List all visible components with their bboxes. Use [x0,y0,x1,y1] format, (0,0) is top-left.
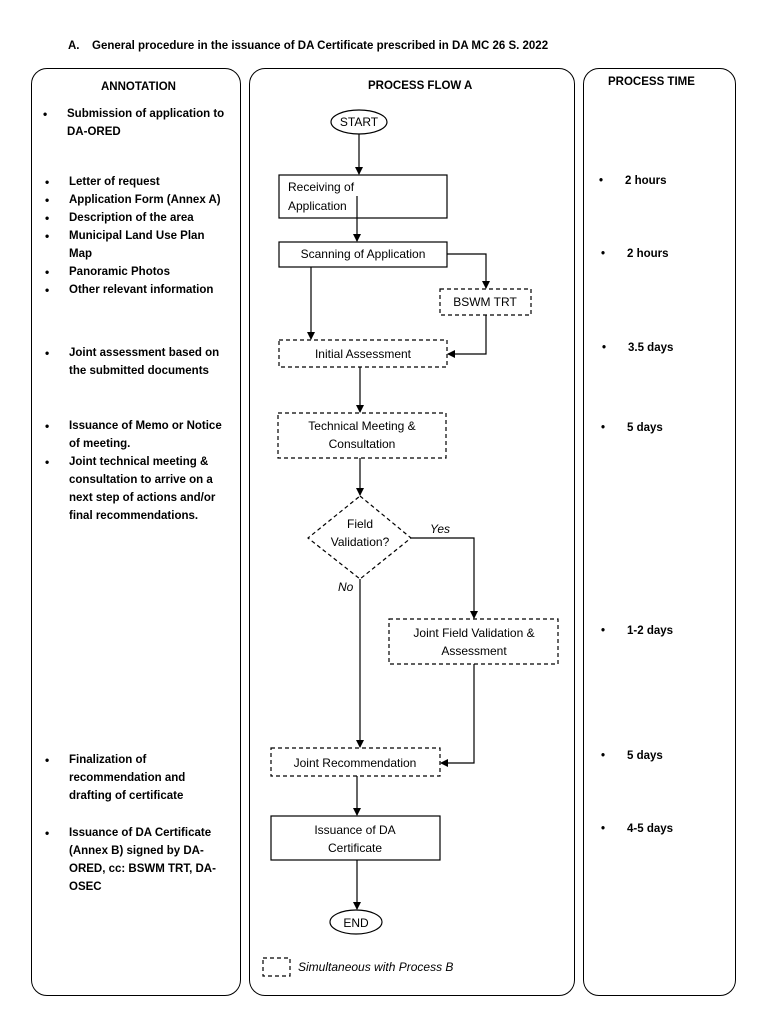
annotation-header: ANNOTATION [101,81,176,93]
process-time-item: •2 hours [601,248,669,260]
process-flow-header: PROCESS FLOW A [368,80,473,92]
joint-field-label-line1: Joint Field Validation & [413,626,534,640]
end-label: END [343,916,369,930]
annotation-item: Joint technical meeting & consultation t… [45,453,227,525]
initial-assessment-label: Initial Assessment [315,347,412,361]
decision-label-line2: Validation? [331,535,390,549]
joint-recommendation-label: Joint Recommendation [294,756,417,770]
annotation-item: Panoramic Photos [45,263,237,281]
title-text: General procedure in the issuance of DA … [92,40,549,52]
process-time-item: •2 hours [599,175,667,187]
annotation-item: Joint assessment based on the submitted … [45,344,233,380]
annotation-item: Application Form (Annex A) [45,191,237,209]
initial-assessment-box [278,339,448,368]
process-time-item: •4-5 days [601,823,674,835]
issuance-label-line2: Certificate [328,841,382,855]
no-label: No [338,580,354,594]
receiving-label-line2: Application [288,199,347,213]
annotation-item: Description of the area [45,209,237,227]
end-terminal [329,909,383,935]
field-validation-decision [307,495,412,580]
legend-label: Simultaneous with Process B [298,960,453,974]
scanning-label: Scanning of Application [301,247,426,261]
joint-field-label-line2: Assessment [441,644,507,658]
joint-recommendation-box [270,747,441,777]
technical-label-line1: Technical Meeting & [308,419,415,433]
start-label: START [340,115,379,129]
receiving-label-line1: Receiving of [288,180,355,194]
process-time-item: •5 days [601,422,663,434]
annotation-group-5: Finalization of recommendation and draft… [45,751,209,805]
annotation-item: Issuance of Memo or Notice of meeting. [45,417,235,453]
title-letter: A. [68,40,80,52]
annotation-item: Other relevant information [45,281,237,299]
annotation-item: Submission of application to DA-ORED [43,105,237,141]
annotation-group-6: Issuance of DA Certificate (Annex B) sig… [45,824,225,896]
document-title: A. General procedure in the issuance of D… [68,40,548,52]
receiving-box [278,174,448,219]
bswm-label: BSWM TRT [453,295,517,309]
annotation-item: Issuance of DA Certificate (Annex B) sig… [45,824,225,896]
legend-dashed-box [262,957,291,977]
process-time-item: •1-2 days [601,625,674,637]
joint-field-validation-box [388,618,559,665]
annotation-item: Municipal Land Use Plan Map [45,227,219,263]
process-time-header: PROCESS TIME [608,76,695,88]
connectors [307,134,490,910]
annotation-item: Finalization of recommendation and draft… [45,751,209,805]
process-time-item: •5 days [601,750,663,762]
technical-label-line2: Consultation [329,437,396,451]
yes-label: Yes [430,522,450,536]
technical-meeting-box [277,412,447,459]
issuance-label-line1: Issuance of DA [314,823,395,837]
process-time-panel [583,68,736,996]
annotation-group-4: Issuance of Memo or Notice of meeting. J… [45,417,235,525]
annotation-group-2: Letter of request Application Form (Anne… [45,173,237,299]
annotation-item: Letter of request [45,173,237,191]
decision-label-line1: Field [347,517,373,531]
process-time-item: •3.5 days [602,342,674,354]
issuance-box [270,815,441,861]
annotation-group-3: Joint assessment based on the submitted … [45,344,233,380]
annotation-group-1: Submission of application to DA-ORED [43,105,237,141]
